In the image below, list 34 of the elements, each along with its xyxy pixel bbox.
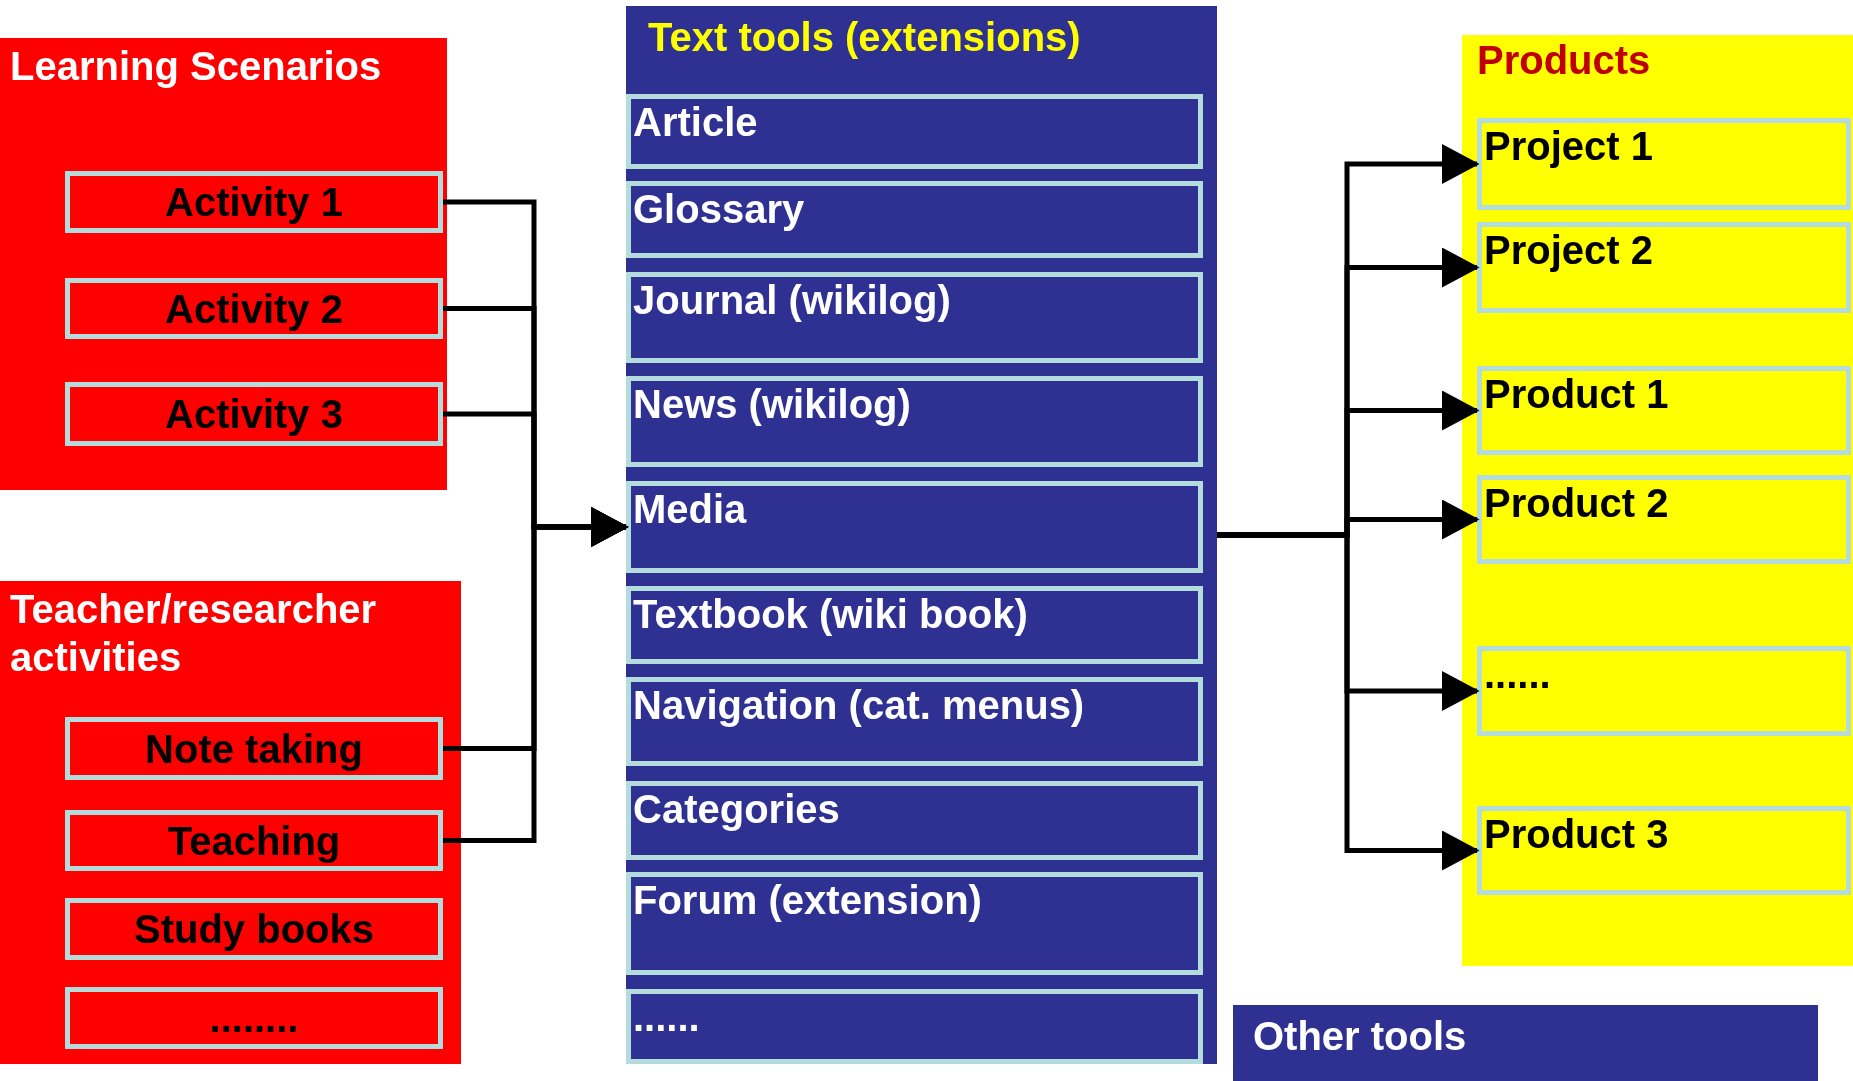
group-panel (626, 6, 1217, 1064)
activity-box: Note taking (65, 717, 443, 780)
tool-box: Categories (626, 781, 1203, 860)
activity-box: ........ (65, 987, 443, 1049)
activity-box: Activity 2 (65, 278, 443, 339)
activity-box: Activity 1 (65, 171, 443, 233)
product-box: Project 1 (1477, 118, 1851, 210)
group-panel (1462, 35, 1853, 966)
connector-arrow (1217, 532, 1480, 871)
activity-box: Teaching (65, 810, 443, 871)
tool-box: ...... (626, 989, 1203, 1064)
product-box: Product 2 (1477, 475, 1851, 564)
tool-box: Forum (extension) (626, 872, 1203, 975)
product-box: ...... (1477, 646, 1851, 736)
product-box: Product 3 (1477, 806, 1851, 895)
tool-box: Media (626, 481, 1203, 573)
tool-box: News (wikilog) (626, 376, 1203, 467)
tool-box: Journal (wikilog) (626, 272, 1203, 363)
panel-title: Learning Scenarios (10, 43, 382, 90)
connector-arrow (443, 507, 629, 843)
group-panel (0, 38, 447, 490)
tool-box: Article (626, 94, 1203, 169)
product-box: Product 1 (1477, 366, 1851, 455)
panel-title: Teacher/researcher activities (10, 586, 378, 681)
product-box: Project 2 (1477, 222, 1851, 313)
panel-title: Text tools (extensions) (648, 14, 1081, 60)
tool-box: Textbook (wiki book) (626, 586, 1203, 664)
panel-title: Products (1477, 37, 1651, 83)
activity-box: Study books (65, 898, 443, 960)
tool-box: Navigation (cat. menus) (626, 677, 1203, 766)
activity-box: Activity 3 (65, 382, 443, 446)
tool-box: Other tools (1233, 1005, 1818, 1081)
tool-box: Glossary (626, 181, 1203, 258)
group-panel (0, 581, 461, 1064)
